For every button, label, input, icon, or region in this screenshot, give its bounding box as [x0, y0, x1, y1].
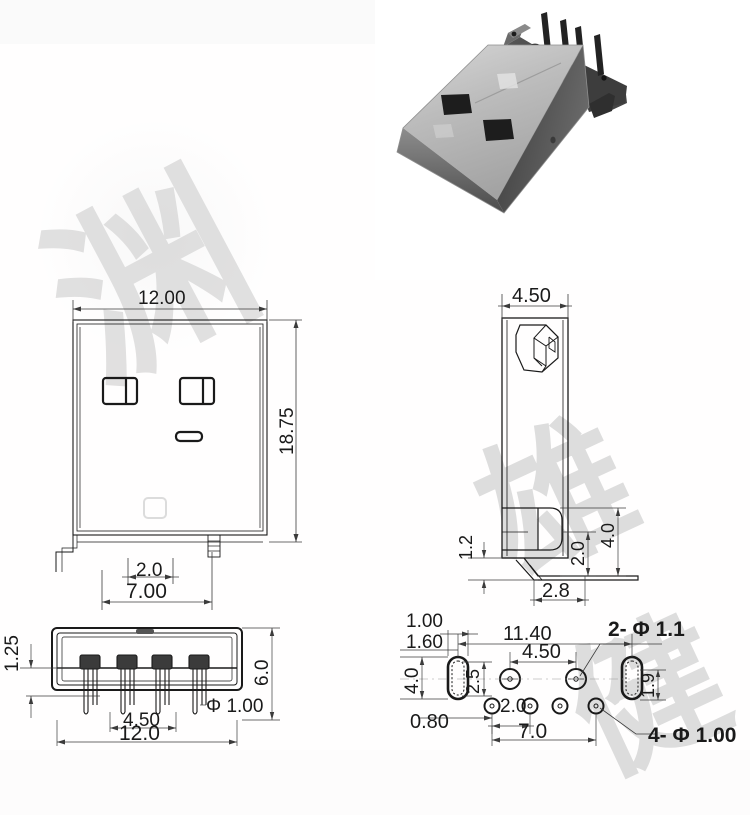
- dim-side-pin-height-outer-label: 4.0: [598, 523, 618, 548]
- dim-fp-slot-minor-label: 1.9: [638, 673, 658, 698]
- dim-bottom-width-label: 12.0: [119, 722, 160, 745]
- dim-fp-mid-span-label: 4.50: [522, 641, 561, 663]
- dim-bottom-inner-span-label: 4.50: [123, 710, 160, 731]
- dim-side-board-offset-label: 1.2: [456, 535, 476, 560]
- front-view: 12.00 18.75 2.0: [40, 280, 330, 620]
- dim-front-width: [72, 300, 268, 322]
- dim-side-foot-length-label: 2.8: [542, 580, 570, 602]
- dim-fp-edge-offset-label: 0.80: [410, 711, 449, 733]
- dim-front-pitch-label: 2.0: [136, 560, 162, 581]
- dim-side-pin-height-inner: [562, 531, 596, 577]
- dim-bottom-width: [56, 720, 238, 746]
- dim-fp-slot-span: [457, 634, 633, 657]
- dim-fp-slot-span-label: 11.40: [503, 623, 552, 645]
- dim-fp-slot-width: [440, 630, 478, 656]
- usb-connector-photo: [375, 0, 750, 280]
- dim-bottom-standoff-label: 1.25: [2, 635, 23, 672]
- dim-fp-row-spacing-label: 2.5: [463, 669, 483, 694]
- dim-fp-row-spacing: [462, 661, 492, 697]
- dim-bottom-depth: [242, 627, 280, 721]
- bottom-view-pins: [79, 654, 210, 715]
- dim-front-span-label: 7.00: [126, 580, 167, 603]
- dim-side-thickness: [498, 294, 572, 320]
- callout-slot-leader: [579, 643, 662, 677]
- side-view: 4.50 4.0 2.0: [450, 280, 750, 610]
- dim-fp-mid-span: [509, 652, 577, 668]
- watermark-halo-left: [40, 122, 270, 352]
- dim-bottom-inner-span: [109, 712, 177, 732]
- dim-front-width-label: 12.00: [138, 288, 186, 309]
- front-view-dimples: [101, 376, 216, 443]
- photo-shell: [396, 44, 590, 214]
- dim-fp-slot-height-label: 4.0: [402, 668, 423, 694]
- dim-side-pin-height-inner-label: 2.0: [568, 541, 588, 566]
- dim-fp-slot-height: [400, 656, 448, 700]
- front-view-faint-dimple: [143, 497, 167, 519]
- dim-fp-slot-width-label: 1.00: [406, 611, 443, 632]
- dim-front-height: [269, 319, 302, 543]
- dim-fp-pad-pitch-label: 2.0: [500, 696, 526, 717]
- dim-front-height-label: 18.75: [277, 407, 298, 455]
- dim-side-board-offset: [468, 542, 538, 594]
- dim-fp-pad-span-label: 7.0: [518, 720, 547, 743]
- dim-fp-slot-minor: [640, 669, 666, 701]
- dim-front-span: [101, 552, 213, 610]
- dim-fp-slot-offset-label: 1.60: [406, 632, 443, 653]
- dim-bottom-pin-dia-label: Φ 1.00: [206, 696, 263, 717]
- dim-side-thickness-label: 4.50: [512, 285, 551, 307]
- pcb-footprint-view: 1.00 1.60 4.0 2.5: [400, 600, 750, 750]
- side-view-latch-detail: [515, 324, 559, 373]
- callout-pad-label: 4- Φ 1.00: [648, 724, 736, 747]
- callout-pad-leader: [599, 707, 656, 735]
- dim-bottom-depth-label: 6.0: [252, 660, 273, 686]
- top-left-white-block: [0, 0, 375, 44]
- dim-fp-pad-span: [491, 714, 597, 746]
- dim-front-pitch: [122, 558, 179, 584]
- dim-bottom-standoff: [20, 644, 100, 718]
- footprint-signal-pads: [483, 697, 605, 715]
- dim-side-foot-length: [530, 576, 589, 606]
- bottom-view: 1.25 6.0 Φ 1.00 4: [0, 600, 300, 750]
- callout-slot-label: 2- Φ 1.1: [608, 618, 685, 641]
- dim-fp-edge-offset: [418, 715, 492, 721]
